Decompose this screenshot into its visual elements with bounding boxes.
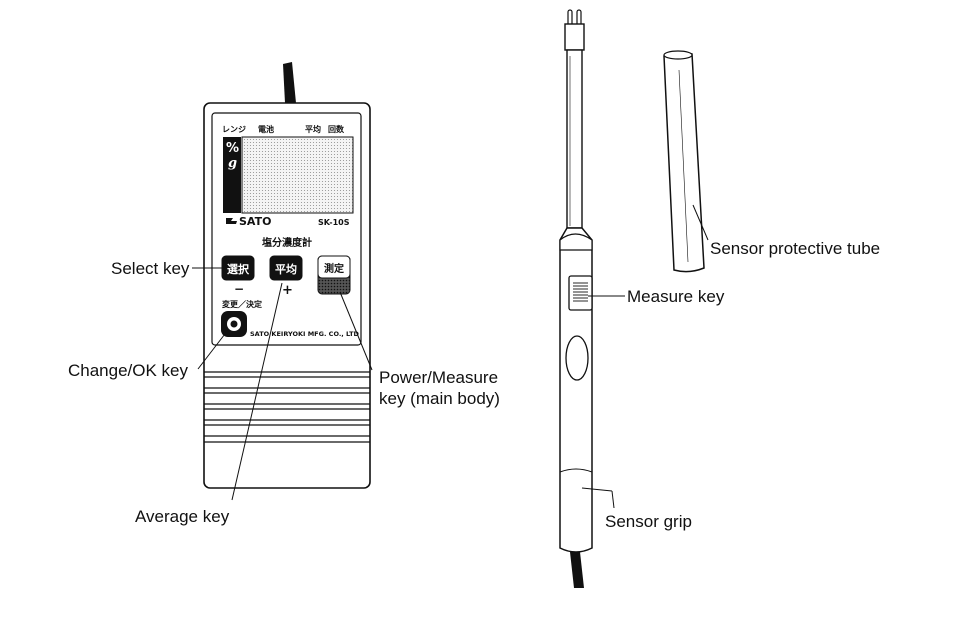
leader-lines [192, 204, 709, 509]
leader-sensor-protective-tube [692, 204, 709, 241]
label-select-key: Select key [111, 259, 190, 278]
sensor-protective-tube [663, 50, 705, 273]
leader-change-ok-key [197, 329, 229, 370]
label-sensor-grip: Sensor grip [605, 512, 692, 531]
label-power-measure-key-line2: key (main body) [379, 389, 500, 408]
leader-sensor-grip [611, 490, 615, 509]
model-number: SK-10S [318, 218, 350, 227]
select-key[interactable]: 選択 [221, 255, 255, 281]
average-key-label: 平均 [275, 262, 297, 276]
select-key-label: 選択 [227, 262, 250, 276]
select-key-minus: − [234, 282, 244, 296]
measure-key-label: 測定 [324, 262, 344, 275]
change-ok-key-caption: 変更／決定 [222, 299, 262, 309]
label-power-measure-key-line1: Power/Measure [379, 368, 499, 387]
label-sensor-protective-tube: Sensor protective tube [710, 239, 881, 258]
lcd-header-average: 平均 [305, 124, 321, 134]
change-ok-key[interactable] [221, 311, 247, 337]
sato-logo-icon [226, 218, 237, 224]
probe-cable [570, 552, 584, 588]
unit-gram: g [228, 156, 237, 171]
label-change-ok-key: Change/OK key [68, 361, 189, 380]
unit-percent: % [226, 141, 239, 156]
sensor-probe [559, 9, 593, 588]
probe-oval-window [565, 335, 589, 381]
brand-name: SATO [239, 215, 271, 228]
leader-power-measure-key [339, 291, 373, 371]
measure-key-main[interactable]: 測定 [317, 255, 351, 295]
unit-strip [223, 137, 241, 213]
probe-shaft [566, 49, 583, 229]
label-measure-key: Measure key [627, 287, 725, 306]
maker-name: SATO KEIRYOKI MFG. CO., LTD [250, 330, 360, 338]
lcd-display [241, 136, 354, 214]
lcd-header-battery: 電池 [258, 124, 274, 134]
lcd-header-range: レンジ [222, 125, 246, 134]
meter-body: レンジ 電池 平均 回数 % g SATO SK-10S 塩分濃度計 選択 − … [203, 62, 371, 489]
product-name: 塩分濃度計 [262, 236, 312, 249]
leader-average-key [231, 282, 283, 501]
average-key[interactable]: 平均 [269, 255, 303, 281]
average-key-plus: + [282, 283, 293, 298]
probe-measure-key[interactable] [568, 275, 593, 311]
label-average-key: Average key [135, 507, 230, 526]
lcd-header-count: 回数 [328, 124, 345, 134]
case-ridges [204, 371, 370, 443]
meter-cable [283, 62, 296, 103]
